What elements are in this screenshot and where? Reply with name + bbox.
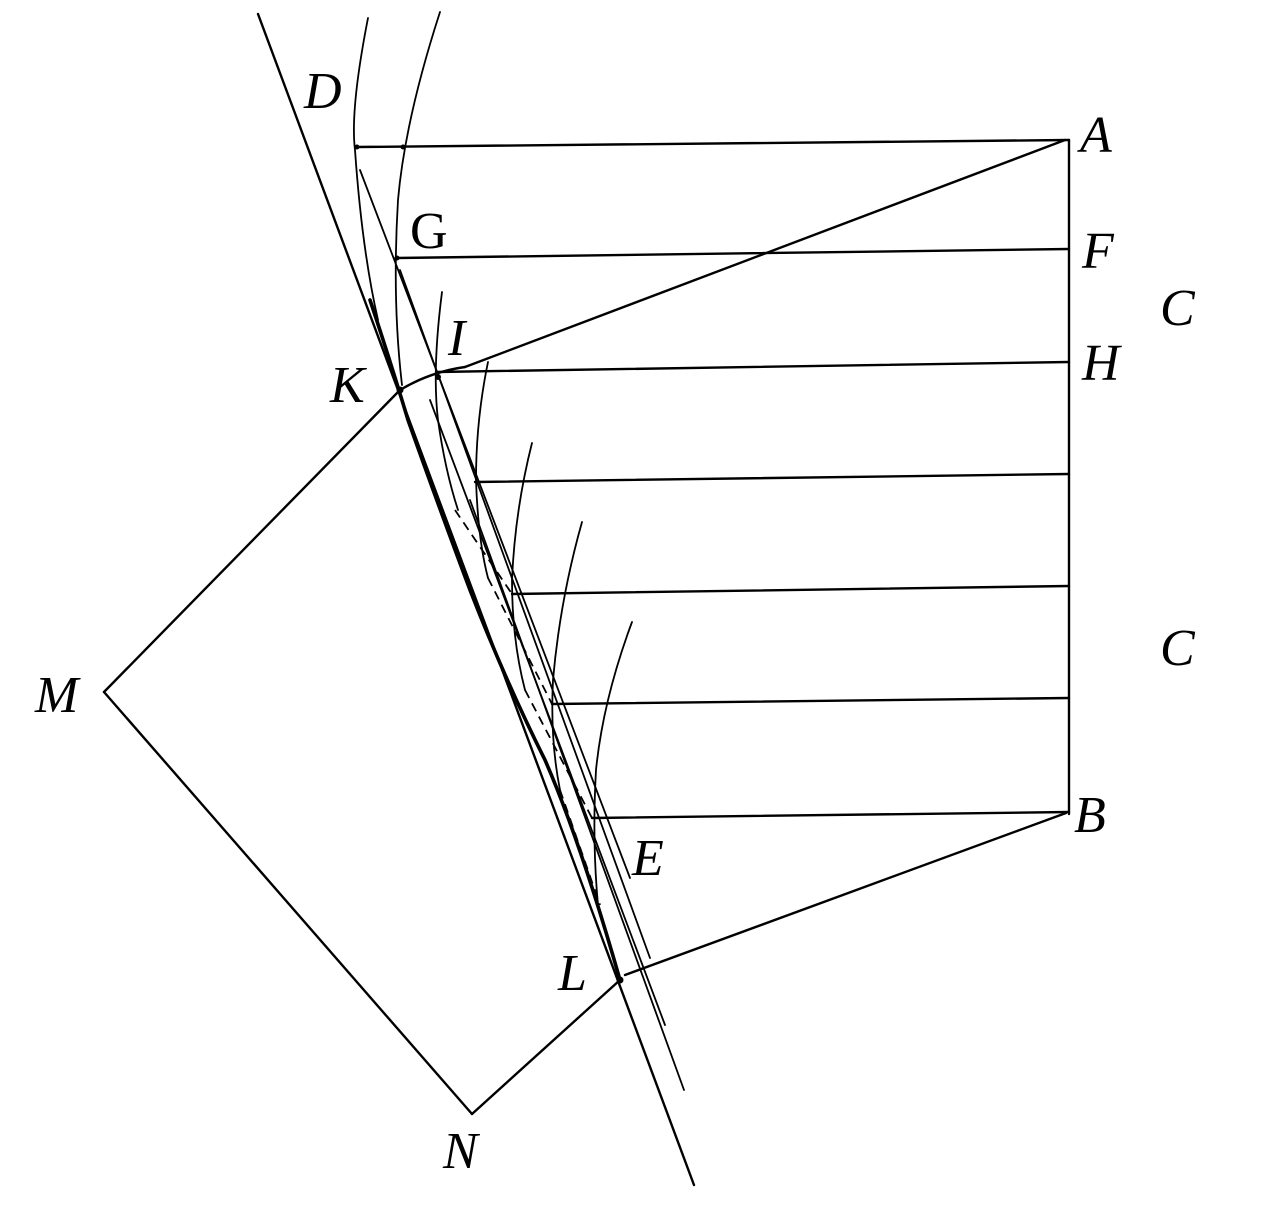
label-a: A — [1077, 107, 1112, 164]
oblique-line-2 — [399, 269, 651, 959]
point-k — [396, 386, 404, 394]
label-k: K — [329, 357, 367, 414]
arc-e — [593, 621, 633, 906]
dashed-segment-4 — [559, 789, 601, 906]
point-g — [394, 255, 400, 261]
line-b-l — [623, 811, 1068, 977]
dashed-segment-2 — [487, 577, 553, 705]
horizontal-line-d-a — [355, 138, 1071, 149]
horizontal-line-4 — [473, 472, 1071, 484]
horizontal-line-i-h — [435, 360, 1071, 374]
horizontal-line-6 — [550, 696, 1071, 706]
label-c-upper: C — [1160, 280, 1196, 337]
tangent-line-k-l — [256, 12, 696, 1187]
point-l — [616, 976, 624, 984]
line-m-n — [102, 690, 474, 1116]
line-a-i — [463, 138, 1067, 369]
line-n-l — [470, 978, 622, 1116]
oblique-line-4 — [469, 499, 685, 1091]
arc-g — [394, 11, 441, 386]
point-arc-g-top — [400, 144, 406, 150]
dashed-segment-1 — [454, 509, 513, 595]
point-i — [435, 374, 441, 380]
horizontal-line-g-f — [395, 247, 1071, 260]
point-d-intersect — [354, 144, 360, 150]
horizontal-line-5 — [510, 584, 1071, 596]
label-i: I — [447, 310, 468, 367]
arc-d — [353, 17, 379, 321]
label-c-lower: C — [1160, 620, 1196, 677]
curve-i-k — [398, 365, 467, 392]
label-e: E — [631, 830, 664, 887]
label-m: M — [34, 667, 81, 724]
label-h: H — [1081, 335, 1122, 392]
arc-6 — [551, 521, 583, 791]
label-f: F — [1081, 223, 1115, 280]
label-l: L — [557, 945, 587, 1002]
label-d: D — [303, 63, 342, 120]
dashed-segment-3 — [524, 689, 593, 819]
label-g: G — [410, 203, 448, 260]
arc-i — [434, 291, 459, 511]
label-n: N — [442, 1123, 481, 1180]
label-b: B — [1074, 787, 1106, 844]
arc-5 — [511, 442, 533, 691]
line-k-m — [102, 388, 402, 694]
envelope-curve — [368, 298, 622, 982]
horizontal-line-e-b — [590, 810, 1071, 820]
oblique-line-1 — [359, 169, 631, 879]
